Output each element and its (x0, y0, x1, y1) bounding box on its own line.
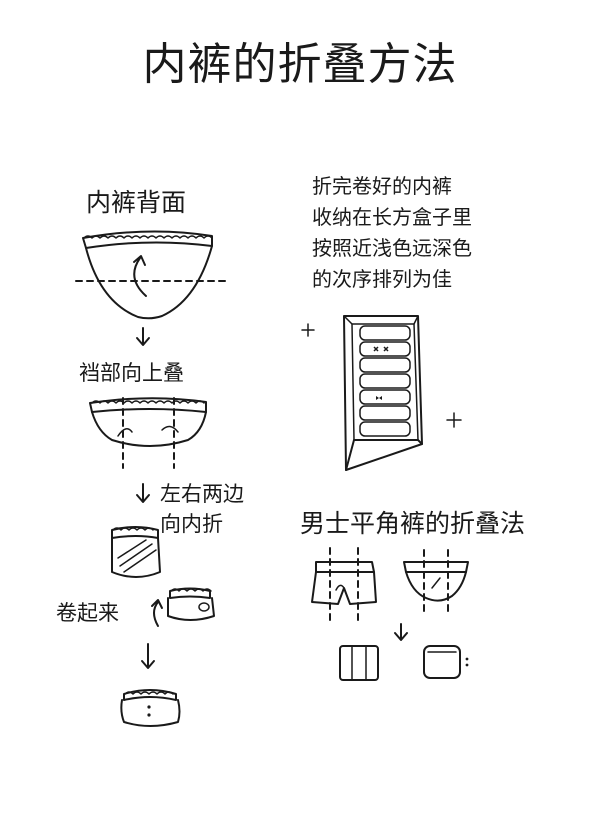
down-arrow (141, 643, 155, 669)
step-sides-fold-label-2: 向内折 (160, 512, 223, 536)
boxer-finished-illustration (423, 645, 469, 679)
down-arrow (394, 623, 408, 641)
boxer-folded-illustration (403, 549, 469, 617)
storage-tip-line: 折完卷好的内裤 (312, 174, 452, 198)
step-crotch-fold-label: 裆部向上叠 (79, 361, 184, 385)
step-roll-label: 卷起来 (56, 601, 119, 625)
storage-tip-line: 收纳在长方盒子里 (312, 205, 472, 229)
step-sides-fold-label-1: 左右两边 (160, 482, 244, 506)
sides-folded-illustration (111, 526, 161, 578)
boxer-flat-illustration (311, 547, 377, 621)
crotch-folded-illustration (89, 397, 207, 469)
briefs-back-illustration (75, 230, 227, 320)
down-arrow (136, 327, 150, 346)
rolling-illustration (151, 587, 215, 627)
storage-tip-line: 的次序排列为佳 (312, 267, 452, 291)
heading-briefs-back: 内裤背面 (86, 188, 187, 217)
storage-tip: 折完卷好的内裤 收纳在长方盒子里 按照近浅色远深色 的次序排列为佳 (312, 171, 472, 295)
down-arrow (136, 483, 150, 503)
storage-tip-line: 按照近浅色远深色 (312, 236, 472, 260)
rolled-briefs-illustration (120, 689, 181, 727)
heading-boxer-fold: 男士平角裤的折叠法 (300, 509, 526, 538)
boxer-fold-step-illustration (339, 645, 379, 681)
storage-box-illustration (301, 315, 462, 471)
page-title: 内裤的折叠方法 (142, 39, 458, 90)
